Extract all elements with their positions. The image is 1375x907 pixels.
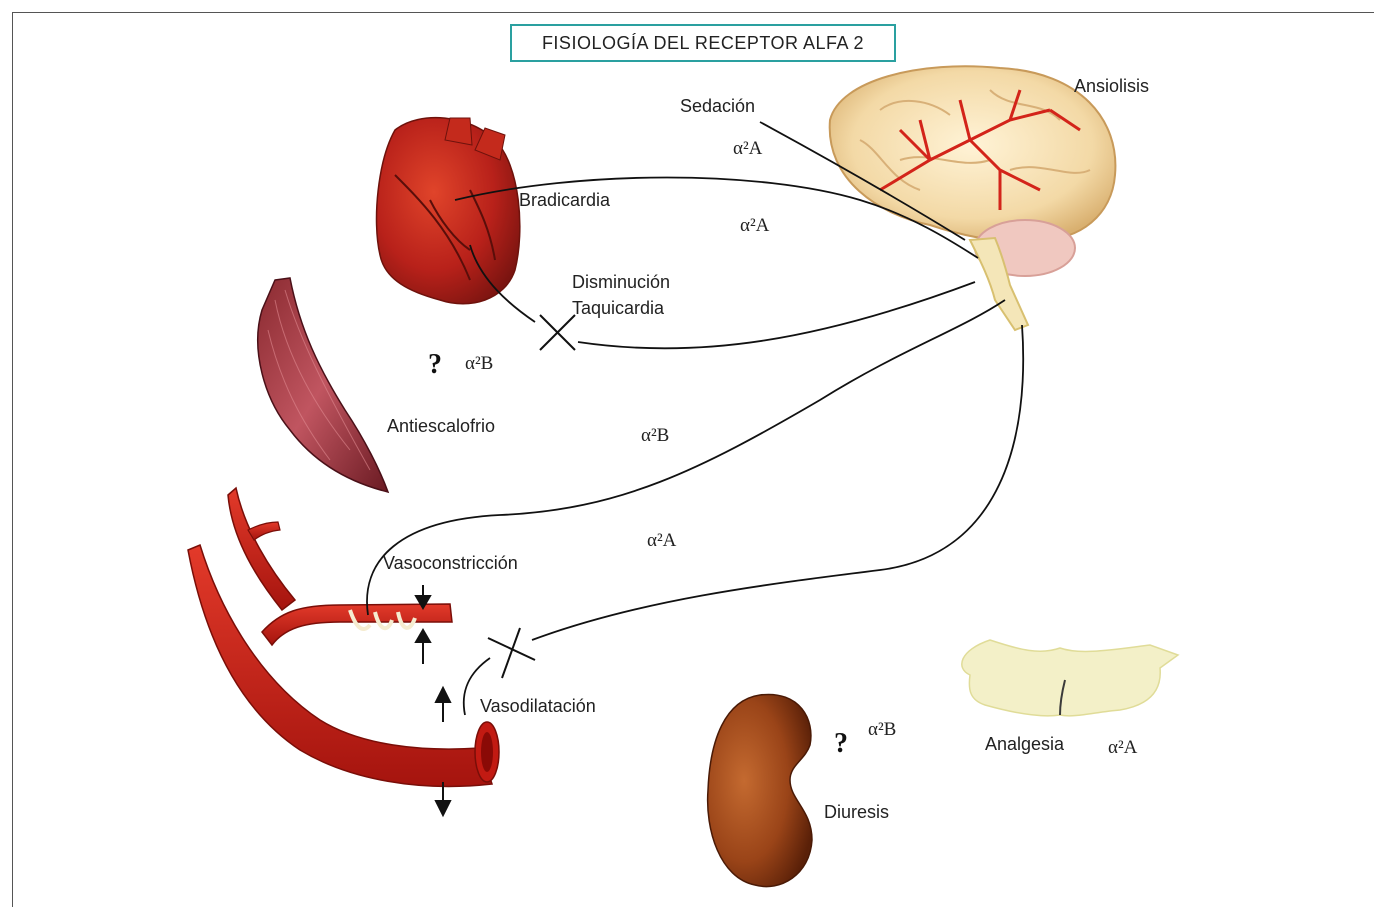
label-antiescalofrio: Antiescalofrio — [387, 416, 495, 437]
spinal-cord-illustration — [962, 640, 1178, 716]
label-vasodilatacion: Vasodilatación — [480, 696, 596, 717]
label-taquicardia: Taquicardia — [572, 298, 664, 319]
arrowhead-up-bottom — [416, 630, 430, 642]
unknown-mark-muscle: ? — [428, 349, 442, 381]
diagram-title: FISIOLOGÍA DEL RECEPTOR ALFA 2 — [510, 24, 896, 62]
block-mark-vasodilation-b — [502, 628, 520, 678]
brain-illustration — [830, 66, 1116, 330]
label-ansiolisis: Ansiolisis — [1074, 76, 1149, 97]
vessels-illustration — [188, 488, 499, 786]
receptor-sedacion: α²A — [733, 138, 762, 160]
block-marks — [488, 315, 575, 678]
heart-illustration — [376, 118, 519, 304]
label-vasoconstriccion: Vasoconstricción — [383, 553, 518, 574]
label-bradicardia: Bradicardia — [519, 190, 610, 211]
label-diuresis: Diuresis — [824, 802, 889, 823]
label-analgesia: Analgesia — [985, 734, 1064, 755]
unknown-mark-kidney: ? — [834, 728, 848, 760]
receptor-kidney: α²B — [868, 719, 896, 741]
receptor-muscle: α²B — [465, 353, 493, 375]
receptor-vasodilatacion: α²A — [647, 530, 676, 552]
arrowhead-up-dilation — [436, 688, 450, 702]
arrowhead-down-dilation — [436, 801, 450, 815]
label-disminucion: Disminución — [572, 272, 670, 293]
muscle-illustration — [258, 278, 388, 492]
kidney-illustration — [708, 694, 812, 886]
line-vasodilation — [532, 325, 1023, 640]
receptor-analgesia: α²A — [1108, 737, 1137, 759]
label-sedacion: Sedación — [680, 96, 755, 117]
receptor-vasoconstriccion: α²B — [641, 425, 669, 447]
receptor-bradicardia: α²A — [740, 215, 769, 237]
